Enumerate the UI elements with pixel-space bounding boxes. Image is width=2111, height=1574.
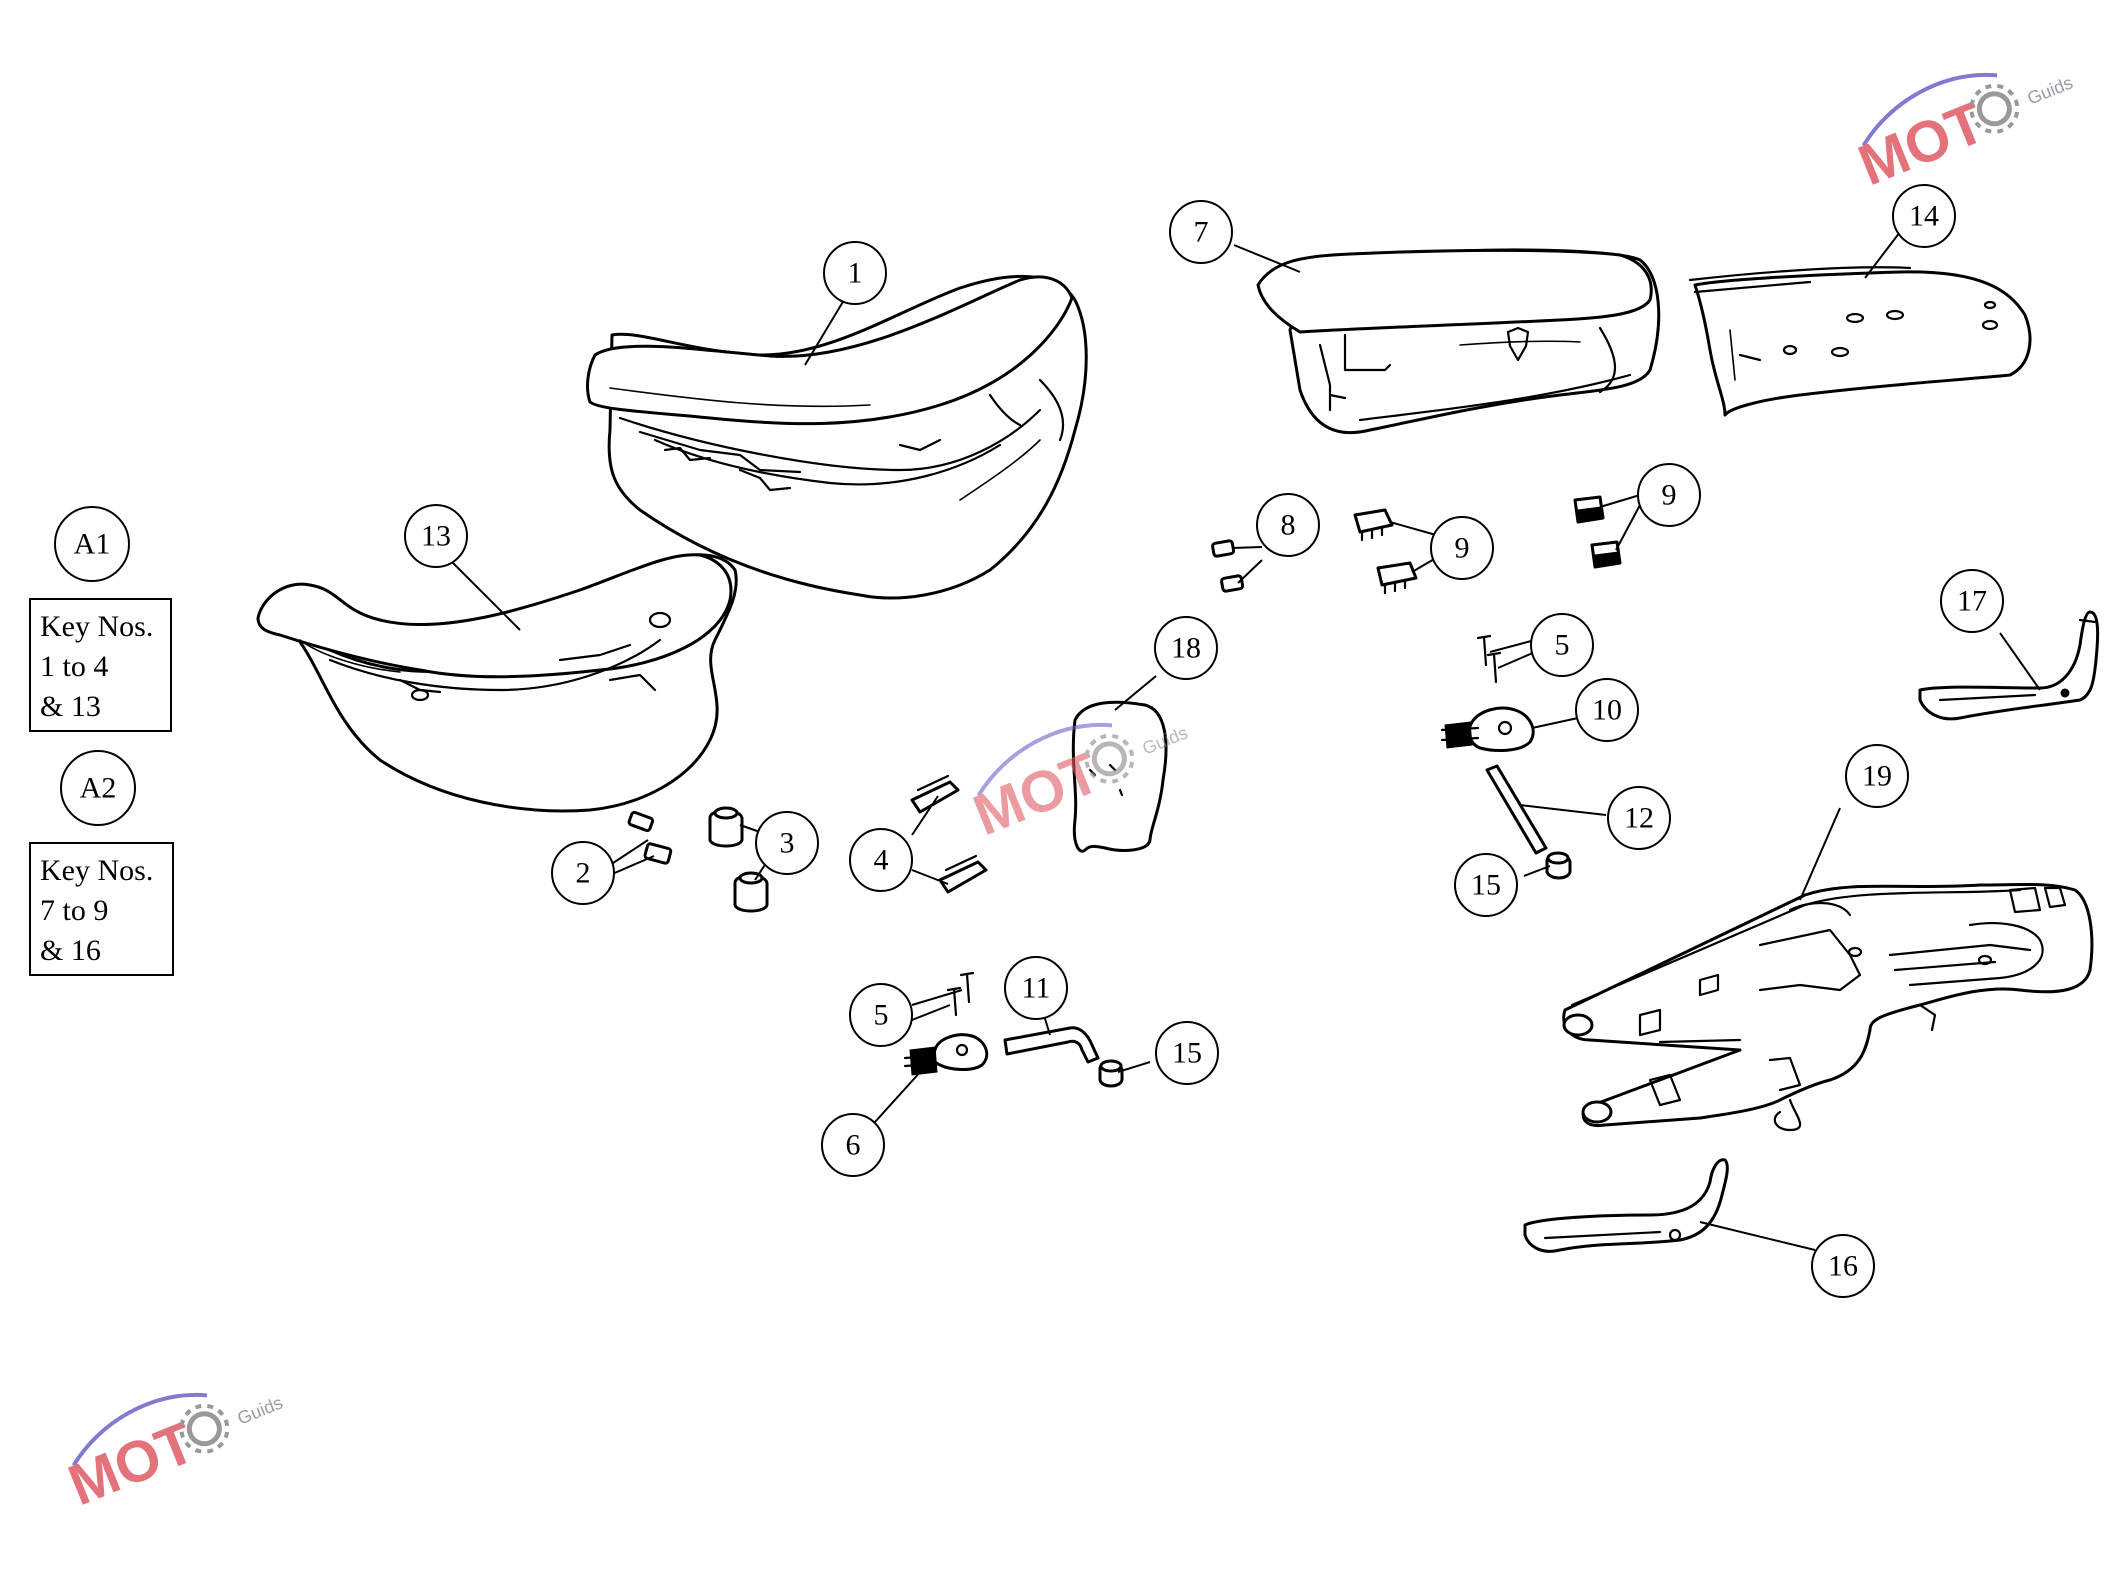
svg-text:17: 17 [1957, 585, 1987, 618]
callout-10: 10 [1575, 678, 1639, 742]
callout-8: 8 [1256, 493, 1320, 557]
svg-text:MOT: MOT [1850, 90, 1994, 199]
part-7-pillion-seat [1256, 248, 1661, 435]
svg-text:16: 16 [1828, 1250, 1858, 1283]
part-14-rear-panel [1688, 266, 2032, 417]
svg-text:7: 7 [1194, 216, 1209, 249]
svg-text:5: 5 [1555, 629, 1570, 662]
callout-4: 4 [849, 828, 913, 892]
assembly-a2-key-box [29, 842, 174, 976]
svg-text:7 to 9: 7 to 9 [40, 894, 108, 927]
callout-3: 3 [755, 811, 819, 875]
svg-text:9: 9 [1662, 479, 1677, 512]
callout-11: 11 [1004, 956, 1068, 1020]
callout-16: 16 [1811, 1234, 1875, 1298]
svg-text:3: 3 [780, 827, 795, 860]
callout-5-right: 5 [1530, 613, 1594, 677]
part-12-cable [1485, 764, 1548, 855]
callout-15-left: 15 [1155, 1021, 1219, 1085]
watermark-top-right: MOT Guids [1850, 72, 2076, 199]
svg-text:14: 14 [1909, 200, 1939, 233]
svg-text:9: 9 [1455, 532, 1470, 565]
assembly-a2-label: A2 [80, 772, 117, 805]
callout-9-left: 9 [1430, 516, 1494, 580]
svg-text:15: 15 [1471, 869, 1501, 902]
assembly-a1-key-box [29, 598, 172, 732]
part-15-cap-left [1098, 1059, 1124, 1088]
part-19-seat-frame [1562, 882, 2094, 1132]
watermark-bottom-left: MOT Guids [60, 1392, 286, 1519]
part-1-rider-seat [586, 274, 1088, 600]
gear-icon [1084, 733, 1135, 784]
svg-text:1 to 4: 1 to 4 [40, 650, 108, 683]
part-4-clips [910, 774, 988, 894]
gear-icon [1969, 83, 2020, 134]
part-11-cable [1003, 1026, 1100, 1064]
svg-text:Key Nos.: Key Nos. [40, 610, 153, 643]
callout-9-right: 9 [1637, 463, 1701, 527]
callout-1: 1 [823, 241, 887, 305]
part-8-pads [1211, 539, 1245, 593]
svg-text:12: 12 [1624, 802, 1654, 835]
part-5-screws-left [946, 971, 975, 1017]
svg-text:Key Nos.: Key Nos. [40, 854, 153, 887]
part-10-lock [1440, 706, 1535, 752]
callout-18: 18 [1154, 616, 1218, 680]
svg-text:18: 18 [1171, 632, 1201, 665]
svg-text:5: 5 [874, 999, 889, 1032]
svg-text:& 16: & 16 [40, 934, 101, 967]
part-16-grab-handle [1523, 1158, 1729, 1253]
svg-text:13: 13 [421, 520, 451, 553]
svg-text:Guids: Guids [235, 1392, 286, 1428]
part-2-rubber-buffers [627, 810, 673, 865]
svg-text:& 13: & 13 [40, 690, 101, 723]
part-13-seat-base [256, 553, 738, 813]
part-6-lock [903, 1033, 989, 1076]
callout-12: 12 [1607, 786, 1671, 850]
callout-6: 6 [821, 1113, 885, 1177]
part-9-clips-left [1353, 508, 1418, 595]
svg-text:8: 8 [1281, 509, 1296, 542]
svg-text:Guids: Guids [2025, 72, 2076, 108]
svg-text:MOT: MOT [60, 1410, 204, 1519]
callout-5-left: 5 [849, 983, 913, 1047]
callout-7: 7 [1169, 200, 1233, 264]
svg-text:15: 15 [1172, 1037, 1202, 1070]
callout-2: 2 [551, 841, 615, 905]
callout-13: 13 [404, 504, 468, 568]
svg-text:10: 10 [1592, 694, 1622, 727]
svg-text:19: 19 [1862, 760, 1892, 793]
assembly-a1-label: A1 [74, 528, 111, 561]
assembly-a1: A1 Key Nos. 1 to 4 & 13 [29, 506, 172, 732]
part-9-clips-right [1573, 495, 1622, 569]
part-17-grab-handle [1918, 610, 2100, 721]
callout-14: 14 [1892, 184, 1956, 248]
svg-text:4: 4 [874, 844, 889, 877]
part-3-grommets [708, 806, 769, 913]
callout-17: 17 [1940, 569, 2004, 633]
part-5-screws-right [1476, 634, 1502, 684]
callout-15-right: 15 [1454, 853, 1518, 917]
svg-text:1: 1 [848, 257, 863, 290]
svg-text:11: 11 [1022, 972, 1051, 1005]
callout-19: 19 [1845, 744, 1909, 808]
assembly-a2: A2 Key Nos. 7 to 9 & 16 [29, 750, 174, 976]
part-15-cap-right [1545, 851, 1572, 880]
svg-text:2: 2 [576, 857, 591, 890]
svg-text:6: 6 [846, 1129, 861, 1162]
